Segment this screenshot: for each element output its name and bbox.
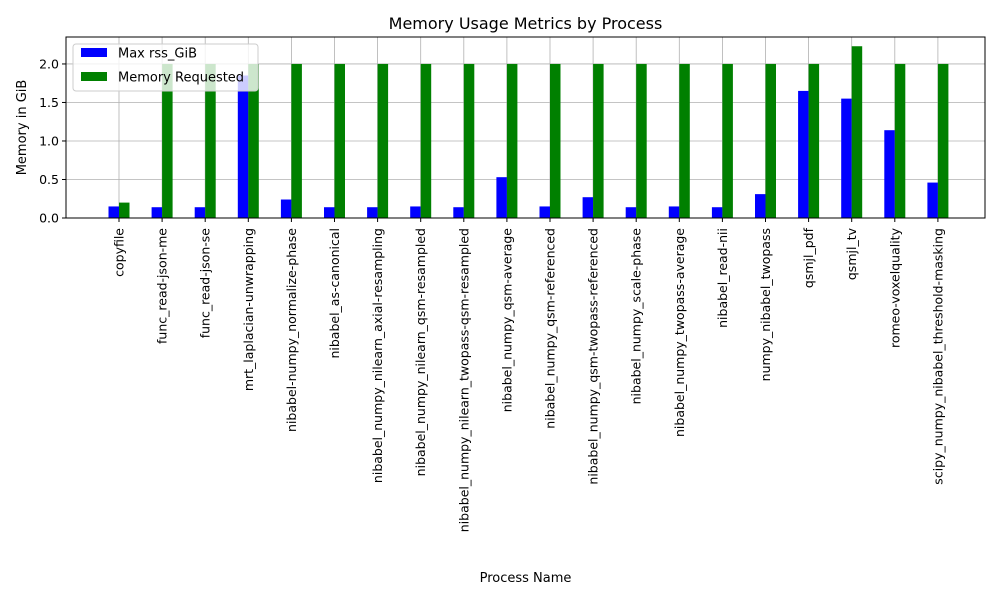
x-tick-label-mrt-laplacian-unwrapping: mrt_laplacian-unwrapping	[241, 228, 256, 391]
y-tick-label: 2.0	[39, 56, 59, 71]
bar-memory-requested-nibabel-numpy-qsm-average	[506, 63, 518, 219]
bar-memory-requested-nibabel-numpy-nilearn-twopass-qsm-resampled	[463, 63, 475, 219]
x-tick-label-nibabel-numpy-nilearn-qsm-resampled: nibabel_numpy_nilearn_qsm-resampled	[413, 228, 428, 476]
x-tick-label-nibabel-numpy-qsm-referenced: nibabel_numpy_qsm-referenced	[543, 228, 558, 429]
bar-memory-requested-nibabel-numpy-qsm-referenced	[550, 63, 561, 219]
x-tick-label-nibabel-read-nii: nibabel_read-nii	[715, 228, 730, 328]
bar-max-rss-gib-nibabel-numpy-nilearn-qsm-resampled	[410, 206, 421, 218]
bar-max-rss-gib-nibabel-numpy-twopass-average	[668, 206, 680, 218]
bar-memory-requested-scipy-numpy-nibabel-threshold-masking	[937, 63, 949, 219]
y-axis: 0.0 0.5 1.0 1.5 2.0	[39, 56, 66, 226]
bar-memory-requested-romeo-voxelquality	[894, 63, 906, 219]
bar-max-rss-gib-nibabel-numpy-qsm-twopass-referenced	[582, 197, 594, 218]
bar-max-rss-gib-nibabel-as-canonical	[324, 207, 335, 218]
x-tick-label-scipy-numpy-nibabel-threshold-masking: scipy_numpy_nibabel_threshold-masking	[930, 228, 945, 485]
y-tick-label: 0.0	[39, 211, 59, 226]
bar-memory-requested-mrt-laplacian-unwrapping	[248, 63, 259, 219]
bar-max-rss-gib-qsmjl-pdf	[798, 90, 809, 218]
y-tick-label: 1.0	[39, 133, 59, 148]
legend: Max rss_GiB Memory Requested	[72, 43, 259, 92]
bar-memory-requested-nibabel-read-nii	[722, 63, 733, 219]
bars	[108, 46, 949, 219]
x-tick-label-nibabel-numpy-qsm-average: nibabel_numpy_qsm-average	[499, 228, 514, 413]
x-axis: copyfile func_read-json-me func_read-json-…	[112, 218, 945, 532]
bar-memory-requested-func-read-json-me	[162, 63, 173, 219]
x-tick-label-func-read-json-se: func_read-json-se	[198, 228, 213, 339]
x-tick-label-numpy-nibabel-twopass: numpy_nibabel_twopass	[758, 228, 773, 381]
plot-area	[65, 36, 986, 219]
bar-memory-requested-nibabel-numpy-nilearn-axial-resampling	[377, 63, 389, 219]
bar-memory-requested-copyfile	[119, 202, 130, 218]
y-axis-label: Memory in GiB	[15, 80, 30, 176]
bar-memory-requested-qsmjl-tv	[851, 46, 863, 218]
chart-title: Memory Usage Metrics by Process	[389, 14, 663, 33]
legend-box	[72, 43, 259, 92]
x-tick-label-romeo-voxelquality: romeo-voxelquality	[887, 227, 902, 348]
x-tick-label-qsmjl-tv: qsmjl_tv	[844, 227, 859, 280]
bar-max-rss-gib-qsmjl-tv	[841, 98, 852, 218]
bar-max-rss-gib-nibabel-read-nii	[711, 207, 723, 218]
legend-swatch-memory-requested	[81, 72, 107, 81]
legend-label-memory-requested: Memory Requested	[118, 71, 244, 86]
bar-memory-requested-nibabel-numpy-normalize-phase	[291, 63, 302, 219]
bar-max-rss-gib-func-read-json-se	[194, 207, 206, 218]
bar-memory-requested-numpy-nibabel-twopass	[765, 63, 776, 219]
bar-max-rss-gib-numpy-nibabel-twopass	[755, 194, 766, 218]
y-tick-label: 0.5	[39, 172, 59, 187]
bar-memory-requested-nibabel-as-canonical	[334, 63, 345, 219]
bar-memory-requested-func-read-json-se	[205, 63, 216, 219]
bar-max-rss-gib-nibabel-numpy-nilearn-twopass-qsm-resampled	[453, 207, 464, 218]
x-tick-label-nibabel-numpy-twopass-average: nibabel_numpy_twopass-average	[672, 228, 687, 437]
bar-memory-requested-nibabel-numpy-scale-phase	[636, 63, 647, 219]
bar-max-rss-gib-nibabel-numpy-normalize-phase	[280, 199, 292, 218]
x-tick-label-qsmjl-pdf: qsmjl_pdf	[801, 227, 816, 288]
bar-max-rss-gib-romeo-voxelquality	[884, 130, 895, 218]
legend-swatch-max-rss	[81, 48, 107, 57]
bar-max-rss-gib-nibabel-numpy-qsm-average	[496, 177, 507, 218]
bar-max-rss-gib-nibabel-numpy-scale-phase	[625, 207, 637, 218]
x-tick-label-nibabel-numpy-qsm-twopass-referenced: nibabel_numpy_qsm-twopass-referenced	[586, 228, 601, 485]
bar-max-rss-gib-func-read-json-me	[151, 207, 163, 218]
x-tick-label-nibabel-numpy-nilearn-twopass-qsm-resampled: nibabel_numpy_nilearn_twopass-qsm-resamp…	[456, 228, 471, 532]
x-tick-label-nibabel-numpy-normalize-phase: nibabel-numpy_normalize-phase	[284, 228, 299, 432]
bar-max-rss-gib-nibabel-numpy-nilearn-axial-resampling	[367, 207, 378, 218]
bar-memory-requested-qsmjl-pdf	[808, 63, 820, 219]
bar-max-rss-gib-copyfile	[108, 206, 119, 218]
x-tick-label-nibabel-as-canonical: nibabel_as-canonical	[327, 228, 342, 359]
x-tick-label-nibabel-numpy-nilearn-axial-resampling: nibabel_numpy_nilearn_axial-resampling	[370, 228, 385, 483]
bar-memory-requested-nibabel-numpy-qsm-twopass-referenced	[593, 63, 604, 219]
bar-memory-requested-nibabel-numpy-twopass-average	[679, 63, 690, 219]
y-tick-label: 1.5	[39, 95, 59, 110]
legend-label-max-rss: Max rss_GiB	[118, 47, 197, 62]
x-tick-label-func-read-json-me: func_read-json-me	[155, 228, 170, 344]
x-axis-label: Process Name	[480, 571, 572, 586]
bar-max-rss-gib-mrt-laplacian-unwrapping	[237, 75, 249, 218]
bar-max-rss-gib-scipy-numpy-nibabel-threshold-masking	[927, 182, 938, 218]
bar-max-rss-gib-nibabel-numpy-qsm-referenced	[539, 206, 550, 218]
x-tick-label-copyfile: copyfile	[112, 228, 127, 277]
x-tick-label-nibabel-numpy-scale-phase: nibabel_numpy_scale-phase	[629, 228, 644, 405]
bar-memory-requested-nibabel-numpy-nilearn-qsm-resampled	[420, 63, 432, 219]
